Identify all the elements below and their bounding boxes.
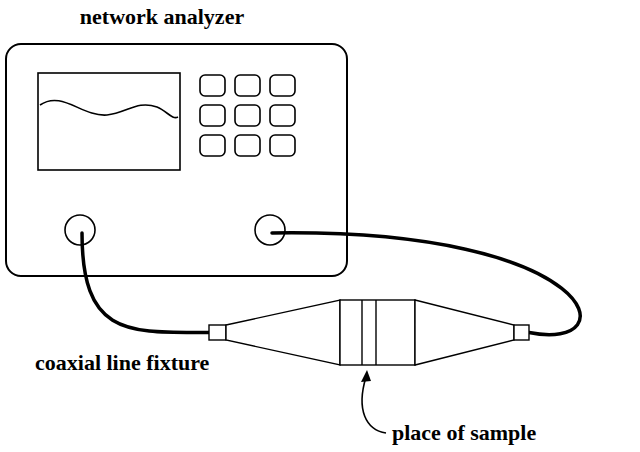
sample-edge bbox=[375, 300, 376, 365]
leader-arrowhead bbox=[361, 370, 371, 382]
port bbox=[255, 215, 285, 245]
button bbox=[235, 135, 260, 156]
connector bbox=[209, 325, 226, 340]
port bbox=[65, 215, 95, 245]
coaxial-fixture: coaxial line fixture bbox=[208, 295, 530, 370]
screen-trace bbox=[40, 100, 178, 117]
taper bbox=[226, 300, 340, 365]
button bbox=[200, 105, 225, 126]
button bbox=[200, 135, 225, 156]
button bbox=[235, 75, 260, 96]
screen bbox=[38, 73, 180, 170]
taper bbox=[415, 300, 514, 365]
sample-label: place of sample bbox=[392, 421, 536, 445]
button bbox=[270, 135, 295, 156]
leader-arrow bbox=[362, 377, 386, 433]
sample-edge bbox=[361, 300, 362, 365]
button bbox=[200, 75, 225, 96]
node-title: coaxial line fixture bbox=[35, 351, 209, 375]
button bbox=[235, 105, 260, 126]
button bbox=[270, 105, 295, 126]
connector bbox=[514, 325, 529, 340]
fixture-outline bbox=[208, 295, 530, 370]
sample-holder bbox=[340, 300, 415, 365]
network-analyzer: network analyzer bbox=[5, 43, 348, 277]
button bbox=[270, 75, 295, 96]
node-title: network analyzer bbox=[80, 5, 244, 29]
coax-cable bbox=[82, 233, 209, 333]
analyzer-body bbox=[7, 45, 346, 275]
